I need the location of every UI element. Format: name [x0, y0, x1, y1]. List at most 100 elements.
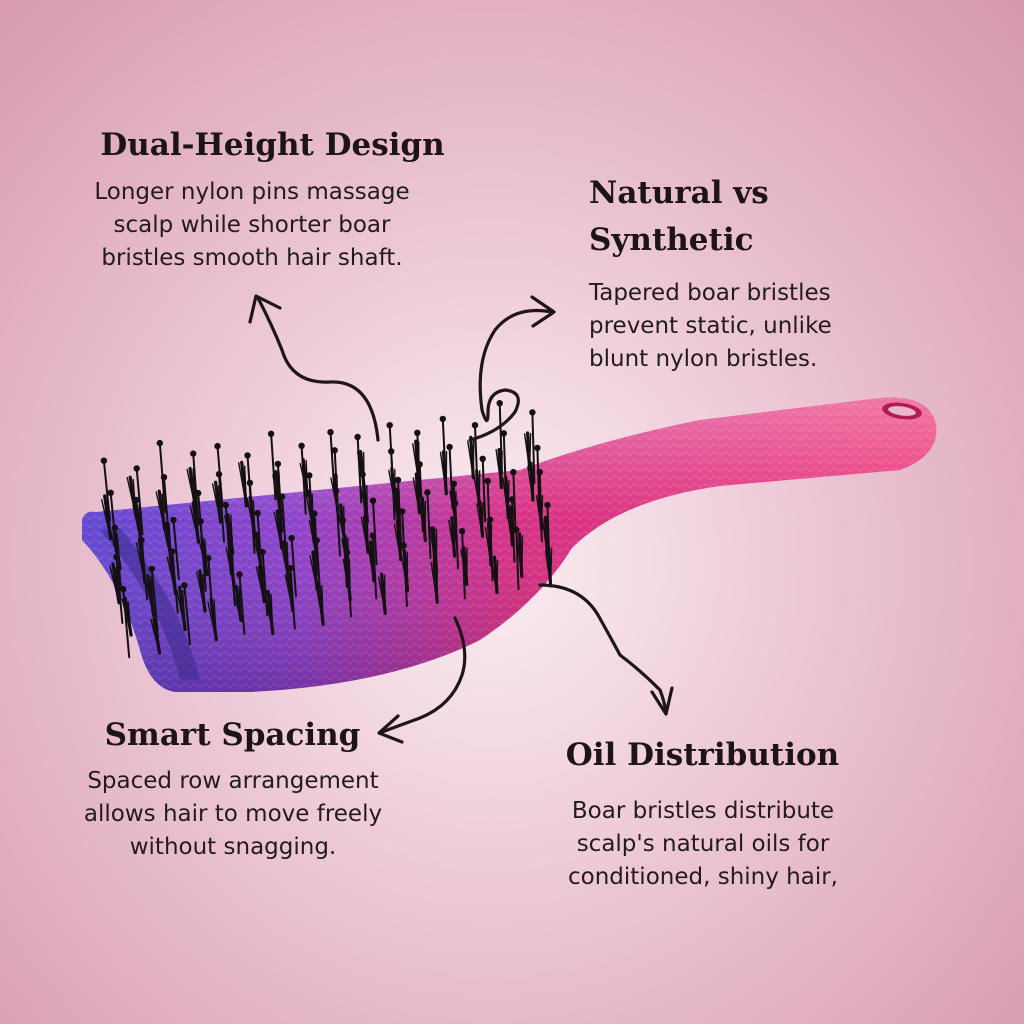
nylon-pin-tip — [254, 509, 261, 517]
nylon-pin-tip — [486, 516, 494, 523]
nylon-pin-tip — [133, 496, 140, 504]
nylon-pin-tip — [450, 480, 457, 487]
boar-bristle-fiber — [549, 547, 553, 587]
oil-distribution-description: Boar bristles distribute scalp's natural… — [568, 798, 838, 890]
boar-bristle-fiber — [315, 551, 318, 590]
boar-bristle-fiber — [321, 585, 324, 625]
nylon-pin — [238, 573, 246, 636]
boar-bristle-fiber — [507, 480, 510, 518]
bristle-field — [100, 400, 553, 659]
nylon-pin — [115, 556, 124, 624]
nylon-pin — [390, 450, 396, 521]
boar-bristle-fiber — [496, 559, 499, 594]
nylon-pin-tip — [446, 443, 453, 451]
nylon-pin-tip — [288, 534, 295, 542]
nylon-pin-tip — [133, 465, 140, 472]
nylon-pin-tip — [510, 468, 517, 476]
nylon-pin-tip — [399, 508, 406, 515]
nylon-pin-tip — [394, 476, 402, 484]
boar-bristle-fiber — [230, 514, 234, 554]
nylon-pin-tip — [169, 548, 176, 555]
oil-distribution-title: Oil Distribution — [565, 737, 840, 773]
nylon-pin-tip — [306, 472, 313, 479]
nylon-pin-tip — [313, 537, 320, 544]
boar-bristle-fiber — [478, 470, 481, 506]
nylon-pin-tip — [343, 549, 351, 556]
nylon-pin-tip — [508, 496, 516, 503]
nylon-pin-tip — [246, 479, 254, 487]
arrow-oil-distribution-icon — [538, 583, 674, 716]
nylon-pin — [489, 518, 494, 582]
nylon-pin-tip — [513, 526, 520, 533]
nylon-pin-tip — [479, 455, 486, 462]
nylon-pin-tip — [339, 517, 347, 524]
nylon-pin-tip — [414, 429, 421, 436]
natural-synthetic-description: Tapered boar bristles prevent static, un… — [589, 280, 832, 372]
dual-height-title: Dual-Height Design — [100, 127, 445, 163]
nylon-pin-tip — [544, 501, 551, 509]
nylon-pin-tip — [354, 433, 361, 441]
nylon-pin — [481, 457, 487, 523]
nylon-pin-tip — [226, 535, 234, 542]
nylon-pin-tip — [500, 430, 507, 437]
boar-bristle-fiber — [161, 493, 166, 530]
nylon-pin-tip — [244, 452, 251, 459]
boar-bristle-fiber — [252, 499, 256, 539]
nylon-pin — [300, 444, 307, 515]
boar-bristle-fiber — [195, 503, 200, 543]
nylon-pin-tip — [160, 474, 168, 481]
boar-bristle-fiber — [150, 576, 155, 617]
arrow-smart-spacing-icon — [377, 616, 467, 744]
nylon-pin — [171, 550, 179, 614]
nylon-pin-tip — [369, 497, 377, 504]
boar-bristle-fiber — [279, 513, 283, 549]
nylon-pin — [371, 534, 378, 600]
boar-bristle-fiber — [217, 485, 222, 523]
boar-bristle-fiber — [500, 450, 503, 489]
nylon-pin-tip — [267, 430, 275, 437]
nylon-pin-tip — [236, 571, 243, 578]
nylon-pin — [538, 471, 543, 543]
nylon-pin-tip — [332, 487, 340, 495]
nylon-pin-tip — [222, 501, 229, 509]
nylon-pin — [335, 490, 341, 557]
nylon-pin-tip — [111, 524, 119, 531]
nylon-pin-tip — [400, 542, 407, 549]
nylon-pin-tip — [170, 516, 177, 524]
dual-height-description: Longer nylon pins massage scalp while sh… — [94, 179, 410, 271]
nylon-pin — [140, 539, 149, 601]
nylon-pin-tip — [327, 429, 334, 436]
nylon-pin-tip — [471, 422, 479, 429]
nylon-pin-tip — [259, 548, 266, 556]
nylon-pin-tip — [386, 422, 393, 429]
nylon-pin-tip — [439, 415, 446, 423]
boar-bristle-fiber — [305, 459, 309, 497]
nylon-pin-tip — [484, 477, 491, 485]
boar-bristle-fiber — [243, 465, 248, 507]
nylon-pin-tip — [359, 471, 366, 478]
nylon-pin — [356, 436, 363, 504]
boar-bristle-fiber — [270, 593, 274, 635]
nylon-pin — [248, 481, 256, 554]
smart-spacing-title: Smart Spacing — [104, 717, 361, 753]
nylon-pin-tip — [195, 489, 202, 497]
nylon-pin — [199, 520, 207, 592]
nylon-pin — [402, 544, 408, 607]
nylon-pin — [289, 567, 296, 630]
boar-bristle-fiber — [115, 567, 120, 604]
boar-bristle-fiber — [521, 535, 524, 578]
nylon-pin — [372, 499, 378, 566]
nylon-pin-tip — [416, 461, 423, 468]
nylon-pin-tip — [197, 518, 204, 525]
nylon-pin-tip — [274, 460, 282, 468]
nylon-pin-tip — [205, 555, 212, 562]
nylon-pin — [461, 530, 466, 600]
boar-bristle-fiber — [106, 498, 112, 540]
nylon-pin-tip — [215, 471, 223, 478]
nylon-pin-tip — [214, 442, 221, 450]
boar-bristle-fiber — [383, 574, 386, 614]
arrow-natural-synthetic-icon — [468, 295, 556, 442]
